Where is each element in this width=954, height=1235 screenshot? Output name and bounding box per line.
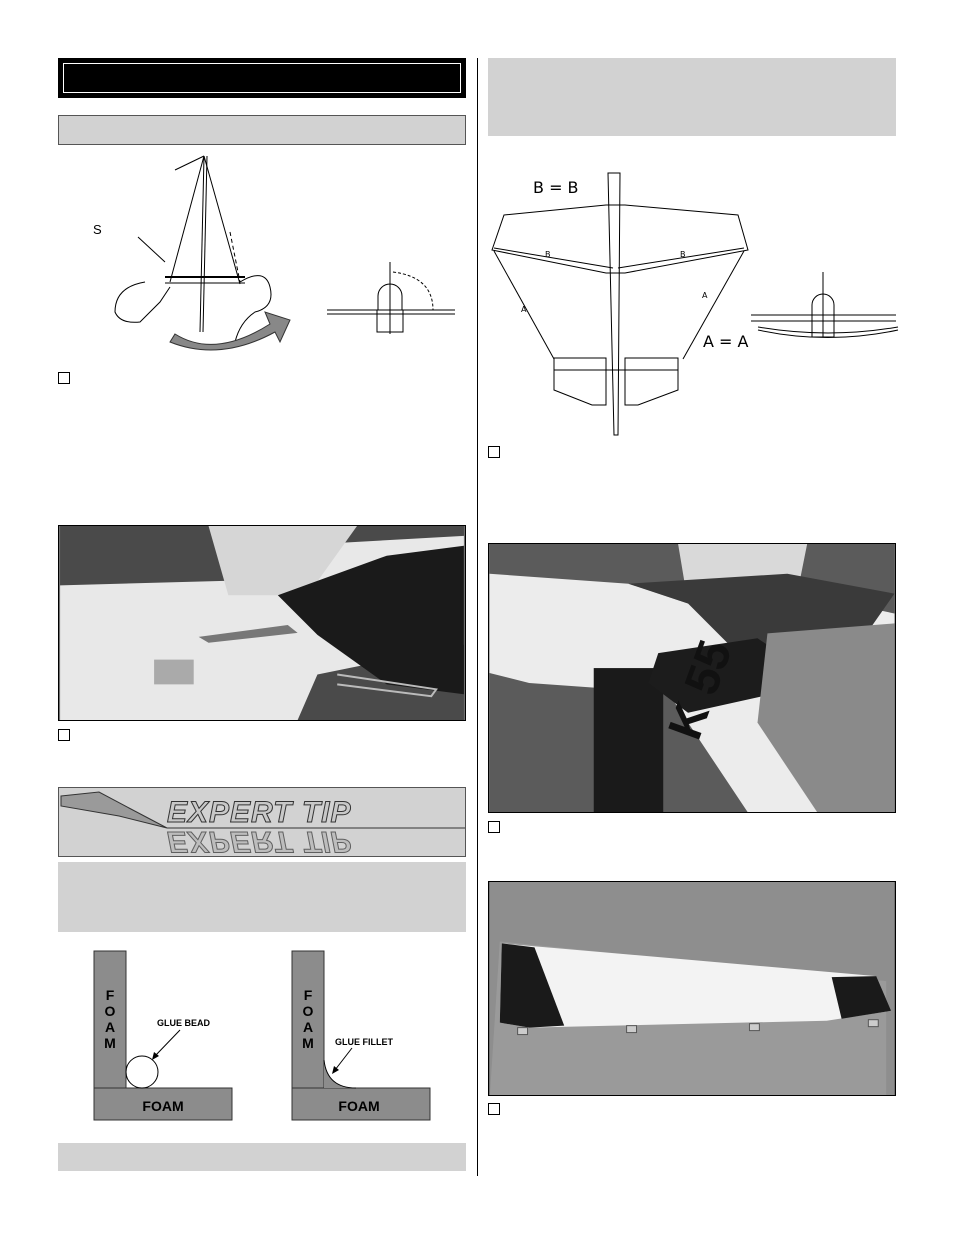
b-equals-b: B = B xyxy=(533,178,579,197)
expert-tip-reflection: EXPERT TIP xyxy=(167,825,353,859)
header-text-box xyxy=(488,58,896,136)
foam-letter: M xyxy=(104,1035,116,1051)
bottom-bar xyxy=(58,1143,466,1171)
photo-glue-gun-stab: K 55 xyxy=(488,543,896,813)
glue-bead-label: GLUE BEAD xyxy=(157,1018,211,1028)
step-checkbox[interactable] xyxy=(58,372,70,384)
glue-fillet-label: GLUE FILLET xyxy=(335,1037,393,1047)
foam-base-label: FOAM xyxy=(142,1098,183,1114)
foam-letter: O xyxy=(303,1003,314,1019)
label-s: S xyxy=(93,222,102,237)
tip-text-box xyxy=(58,862,466,932)
column-divider xyxy=(477,58,478,1176)
subsection-bar xyxy=(58,115,466,145)
expert-tip-banner: EXPERT TIP EXPERT TIP xyxy=(58,787,466,859)
photo-glue-gun-fuselage xyxy=(58,525,466,721)
label-a-left: A xyxy=(521,305,527,314)
foam-letter: F xyxy=(106,987,115,1003)
expert-tip-title: EXPERT TIP xyxy=(167,796,352,830)
glue-bead-fillet-diagram: F O A M FOAM GLUE BEAD F O A M FOAM GLUE… xyxy=(93,950,431,1121)
foam-base-label: FOAM xyxy=(338,1098,379,1114)
step-checkbox[interactable] xyxy=(58,729,70,741)
wing-alignment-sketch: S xyxy=(93,155,455,351)
label-a-right: A xyxy=(702,291,708,300)
foam-letter: M xyxy=(302,1035,314,1051)
knife-icon xyxy=(60,791,465,829)
step-checkbox[interactable] xyxy=(488,1103,500,1115)
section-title-bar xyxy=(58,58,466,98)
foam-letter: A xyxy=(303,1019,313,1035)
label-b-left: B xyxy=(545,250,551,259)
step-checkbox[interactable] xyxy=(488,446,500,458)
foam-letter: O xyxy=(105,1003,116,1019)
foam-letter: F xyxy=(304,987,313,1003)
foam-letter: A xyxy=(105,1019,115,1035)
label-b-right: B xyxy=(680,250,686,259)
step-checkbox[interactable] xyxy=(488,821,500,833)
wing-measure-diagram: B = B A = A B B A A xyxy=(491,172,899,436)
a-equals-a: A = A xyxy=(703,332,749,351)
photo-wing-hinges xyxy=(488,881,896,1096)
